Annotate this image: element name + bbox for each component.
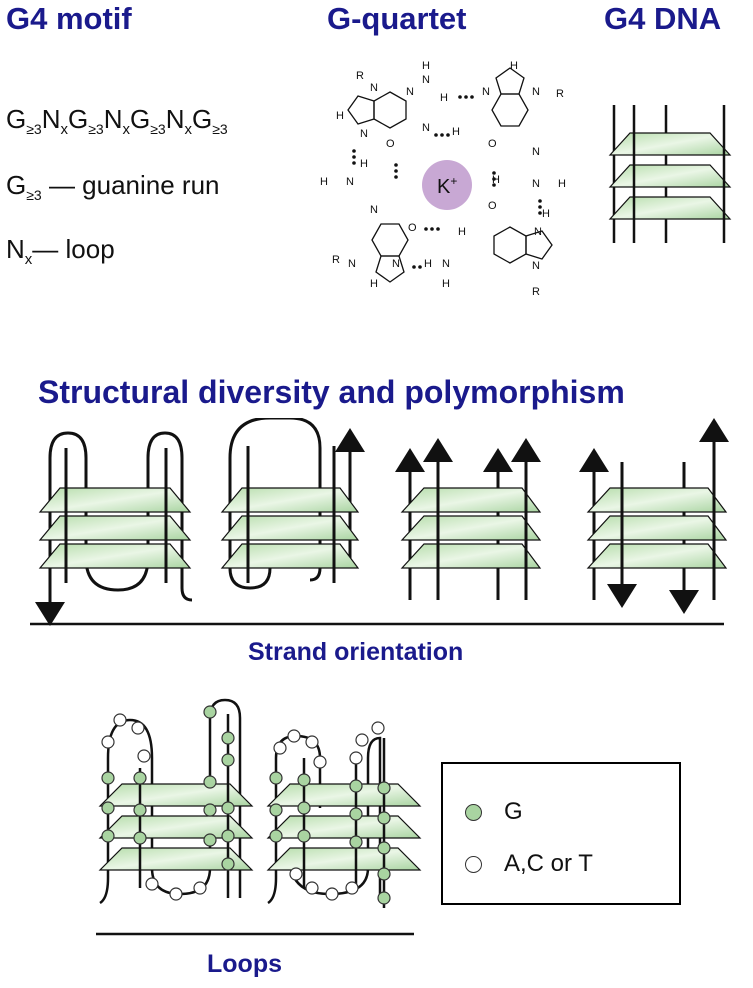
svg-text:N: N (346, 176, 354, 188)
svg-text:H: H (558, 178, 566, 190)
svg-text:O: O (386, 138, 395, 150)
svg-text:H: H (510, 60, 518, 72)
svg-text:H: H (360, 158, 368, 170)
svg-text:N: N (534, 226, 542, 238)
svg-text:N: N (392, 258, 400, 270)
svg-text:R: R (532, 286, 540, 298)
svg-text:H: H (320, 176, 328, 188)
potassium-label: K+ (437, 174, 457, 198)
white-dot-icon (465, 855, 482, 873)
svg-text:N: N (360, 128, 368, 140)
svg-text:N: N (370, 204, 378, 216)
svg-text:N: N (422, 74, 430, 86)
legend-box: G A,C or T (441, 762, 681, 905)
g4-motif-title: G4 motif (6, 1, 132, 36)
guanine-top-right: H N R N H O N N H H (452, 60, 566, 190)
svg-text:O: O (408, 222, 417, 234)
svg-text:N: N (532, 178, 540, 190)
loop-definition: Nx— loop (6, 234, 115, 269)
svg-text:H: H (424, 258, 432, 270)
svg-text:H: H (440, 92, 448, 104)
svg-text:H: H (336, 110, 344, 122)
svg-text:N: N (422, 122, 430, 134)
svg-text:N: N (348, 258, 356, 270)
svg-text:N: N (370, 82, 378, 94)
green-dot-icon (465, 803, 482, 821)
svg-text:R: R (356, 70, 364, 82)
loop-diagrams (96, 698, 422, 936)
g-quartet-structure: R N H N N H H N O N H N R N H O N N H H … (320, 60, 566, 298)
svg-text:R: R (332, 254, 340, 266)
dna-plane-2 (608, 164, 732, 188)
svg-text:H: H (370, 278, 378, 290)
guanine-bottom-right: H O N H H N H N R (424, 200, 553, 298)
topology-antiparallel-diagonal (220, 418, 365, 590)
guanine-run-definition: G≥3 — guanine run (6, 170, 220, 204)
g4-dna-title: G4 DNA (604, 1, 722, 36)
svg-text:H: H (442, 278, 450, 290)
dna-plane-3 (608, 196, 732, 220)
legend-other-label: A,C or T (504, 850, 593, 877)
legend-row-other: A,C or T (465, 850, 593, 878)
svg-text:R: R (556, 88, 564, 100)
guanine-bottom-left: H N H N O R N N H (320, 158, 417, 290)
svg-text:N: N (532, 260, 540, 272)
loops-label: Loops (207, 950, 282, 978)
svg-text:O: O (488, 138, 497, 150)
g-quartet-title: G-quartet (327, 1, 467, 36)
loop-structure-left (98, 698, 254, 905)
legend-row-g: G (465, 798, 523, 826)
svg-text:N: N (406, 86, 414, 98)
guanine-top-left: R N H N N H H N O N (336, 60, 448, 150)
dna-plane-1 (608, 132, 732, 156)
svg-text:H: H (492, 174, 500, 186)
g4-dna-stack (608, 105, 732, 243)
svg-text:H: H (542, 208, 550, 220)
motif-formula: G≥3NxG≥3NxG≥3NxG≥3 (6, 104, 228, 139)
structural-diversity-title: Structural diversity and polymorphism (38, 374, 625, 410)
strand-orientation-label: Strand orientation (248, 638, 464, 666)
svg-text:H: H (452, 126, 460, 138)
strand-orientation-diagrams (30, 418, 729, 626)
svg-text:N: N (442, 258, 450, 270)
svg-text:H: H (458, 226, 466, 238)
loop-structure-right (266, 721, 422, 908)
svg-text:H: H (422, 60, 430, 72)
svg-text:N: N (532, 86, 540, 98)
topology-parallel (395, 438, 542, 600)
svg-text:N: N (532, 146, 540, 158)
svg-text:N: N (482, 86, 490, 98)
topology-antiparallel-lateral (35, 431, 193, 626)
svg-text:O: O (488, 200, 497, 212)
potassium-ion (422, 160, 472, 210)
legend-g-label: G (504, 798, 523, 825)
topology-hybrid (579, 418, 729, 614)
hydrogen-bonds (352, 95, 542, 269)
